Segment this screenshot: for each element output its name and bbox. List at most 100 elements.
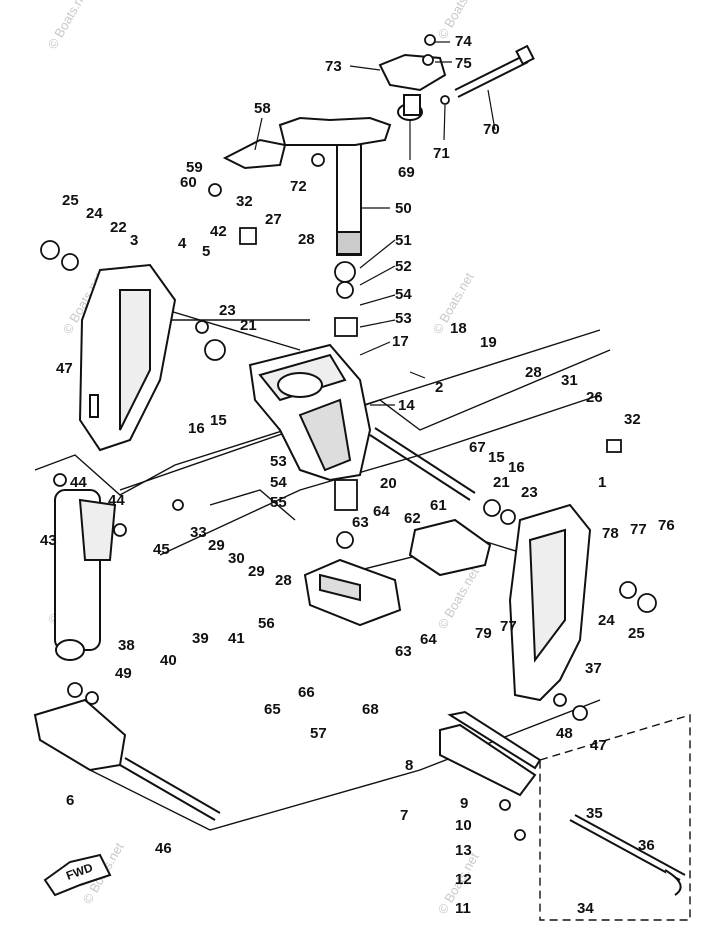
long-bolt bbox=[454, 44, 535, 98]
fwd-arrow: FWD bbox=[43, 853, 112, 897]
upper-cap bbox=[378, 53, 447, 121]
part-label-61: 61 bbox=[430, 497, 447, 514]
part-label-40: 40 bbox=[160, 652, 177, 669]
part-label-8: 8 bbox=[405, 757, 413, 774]
tilt-cylinder bbox=[54, 489, 117, 661]
part-label-21b: 21 bbox=[493, 474, 510, 491]
part-label-15b: 15 bbox=[488, 449, 505, 466]
part-label-77a: 77 bbox=[630, 521, 647, 538]
part-label-28b: 28 bbox=[525, 364, 542, 381]
part-label-16a: 16 bbox=[188, 420, 205, 437]
part-label-52: 52 bbox=[395, 258, 412, 275]
part-label-60: 60 bbox=[180, 174, 197, 191]
part-number-labels: 1 2 3 4 5 6 7 8 9 10 11 12 13 14 15 15 1… bbox=[40, 33, 675, 917]
part-label-6: 6 bbox=[66, 792, 74, 809]
part-label-53b: 53 bbox=[270, 453, 287, 470]
part-label-25a: 25 bbox=[62, 192, 79, 209]
part-62 bbox=[408, 518, 492, 577]
part-label-73: 73 bbox=[325, 58, 342, 75]
part-label-48: 48 bbox=[556, 725, 573, 742]
part-label-78: 78 bbox=[602, 525, 619, 542]
part-label-59: 59 bbox=[186, 159, 203, 176]
part-label-24b: 24 bbox=[598, 612, 615, 629]
part-label-43: 43 bbox=[40, 532, 57, 549]
part-label-21a: 21 bbox=[240, 317, 257, 334]
part-label-71: 71 bbox=[433, 145, 450, 162]
part-label-39: 39 bbox=[192, 630, 209, 647]
part-label-70: 70 bbox=[483, 121, 500, 138]
right-clamp-bracket bbox=[508, 503, 592, 702]
part-label-10: 10 bbox=[455, 817, 472, 834]
arm-34 bbox=[569, 814, 686, 896]
part-label-7: 7 bbox=[400, 807, 408, 824]
part-label-36: 36 bbox=[638, 837, 655, 854]
leader-lines bbox=[254, 41, 496, 406]
part-label-26: 26 bbox=[586, 389, 603, 406]
part-label-9: 9 bbox=[460, 795, 468, 812]
part-label-38: 38 bbox=[118, 637, 135, 654]
tube-20 bbox=[369, 427, 476, 501]
part-label-74: 74 bbox=[455, 33, 472, 50]
part-label-20: 20 bbox=[380, 475, 397, 492]
part-label-13: 13 bbox=[455, 842, 472, 859]
part-label-4: 4 bbox=[178, 235, 187, 252]
bracket-58 bbox=[222, 138, 287, 170]
part-label-22: 22 bbox=[110, 219, 127, 236]
part-label-32b: 32 bbox=[624, 411, 641, 428]
part-label-64b: 64 bbox=[420, 631, 437, 648]
part-label-15a: 15 bbox=[210, 412, 227, 429]
part-label-63a: 63 bbox=[352, 514, 369, 531]
steering-shaft bbox=[278, 116, 392, 256]
part-label-1: 1 bbox=[598, 474, 606, 491]
bracket-6 bbox=[33, 698, 127, 772]
part-label-37: 37 bbox=[585, 660, 602, 677]
part-label-35: 35 bbox=[586, 805, 603, 822]
part-label-23b: 23 bbox=[521, 484, 538, 501]
part-label-53a: 53 bbox=[395, 310, 412, 327]
part-label-31: 31 bbox=[561, 372, 578, 389]
part-label-44b: 44 bbox=[108, 492, 125, 509]
part-label-30: 30 bbox=[228, 550, 245, 567]
part-label-24a: 24 bbox=[86, 205, 103, 222]
small-parts bbox=[40, 34, 657, 841]
part-label-18: 18 bbox=[450, 320, 467, 337]
part-label-47a: 47 bbox=[56, 360, 73, 377]
part-label-58: 58 bbox=[254, 100, 271, 117]
part-label-68: 68 bbox=[362, 701, 379, 718]
part-label-65: 65 bbox=[264, 701, 281, 718]
swivel-bracket bbox=[248, 343, 372, 482]
part-label-45: 45 bbox=[153, 541, 170, 558]
part-label-72: 72 bbox=[290, 178, 307, 195]
part-label-17: 17 bbox=[392, 333, 409, 350]
part-label-28a: 28 bbox=[298, 231, 315, 248]
part-label-29a: 29 bbox=[208, 537, 225, 554]
part-label-41: 41 bbox=[228, 630, 245, 647]
part-label-33: 33 bbox=[190, 524, 207, 541]
part-label-54b: 54 bbox=[270, 474, 287, 491]
watermark: © Boats.net bbox=[45, 0, 92, 51]
part-label-49: 49 bbox=[115, 665, 132, 682]
part-label-77b: 77 bbox=[500, 618, 517, 635]
part-label-16b: 16 bbox=[508, 459, 525, 476]
part-label-46: 46 bbox=[155, 840, 172, 857]
part-label-47b: 47 bbox=[590, 737, 607, 754]
part-label-63b: 63 bbox=[395, 643, 412, 660]
part-label-44a: 44 bbox=[70, 474, 87, 491]
part-label-54a: 54 bbox=[395, 286, 412, 303]
part-label-57: 57 bbox=[310, 725, 327, 742]
part-label-3: 3 bbox=[130, 232, 138, 249]
part-label-34: 34 bbox=[577, 900, 594, 917]
part-label-75: 75 bbox=[455, 55, 472, 72]
lower-mount bbox=[303, 558, 402, 627]
part-label-67: 67 bbox=[469, 439, 486, 456]
part-label-55: 55 bbox=[270, 494, 287, 511]
part-label-62: 62 bbox=[404, 510, 421, 527]
part-label-51: 51 bbox=[395, 232, 412, 249]
part-label-50: 50 bbox=[395, 200, 412, 217]
part-label-79: 79 bbox=[475, 625, 492, 642]
part-label-25b: 25 bbox=[628, 625, 645, 642]
long-shaft-46 bbox=[119, 757, 221, 821]
watermarks: © Boats.net © Boats.net © Boats.net © Bo… bbox=[45, 0, 482, 917]
plate-7-8 bbox=[439, 710, 542, 797]
